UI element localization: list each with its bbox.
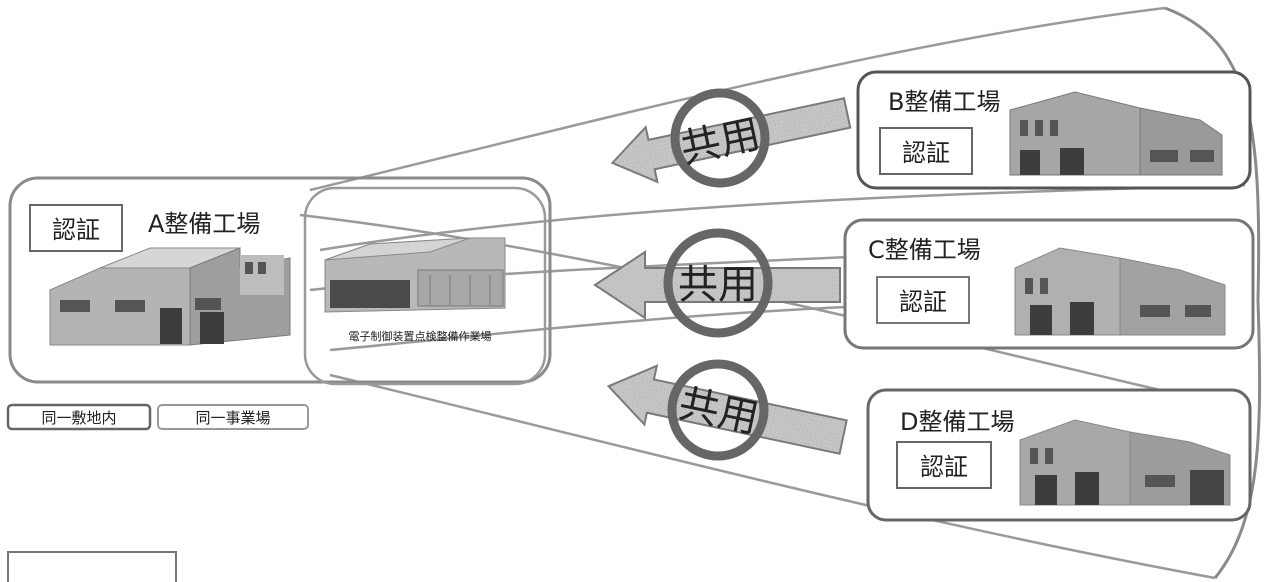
factory-name-c: C整備工場 (868, 236, 981, 264)
building-a (50, 248, 290, 345)
factory-name-d: D整備工場 (900, 408, 1014, 436)
legend: 同一敷地内 同一事業場 (8, 405, 308, 429)
cert-label-a: 認証 (52, 216, 100, 244)
building-workshop (325, 238, 505, 312)
factory-name-a: A整備工場 (148, 210, 260, 238)
cert-label-b: 認証 (902, 139, 950, 167)
cert-label-d: 認証 (920, 453, 968, 481)
legend-same-site-label: 同一敷地内 (41, 409, 116, 427)
cert-label-c: 認証 (899, 288, 947, 316)
factory-name-b: B整備工場 (888, 88, 1000, 116)
shared-label-bottom: 共用 (675, 381, 763, 443)
workshop-label: 電子制御装置点検整備作業場 (349, 329, 492, 343)
legend-same-business-label: 同一事業場 (195, 409, 270, 427)
shared-label-middle: 共用 (678, 262, 758, 308)
frame-corner (8, 552, 176, 582)
shared-label-top: 共用 (677, 111, 765, 173)
